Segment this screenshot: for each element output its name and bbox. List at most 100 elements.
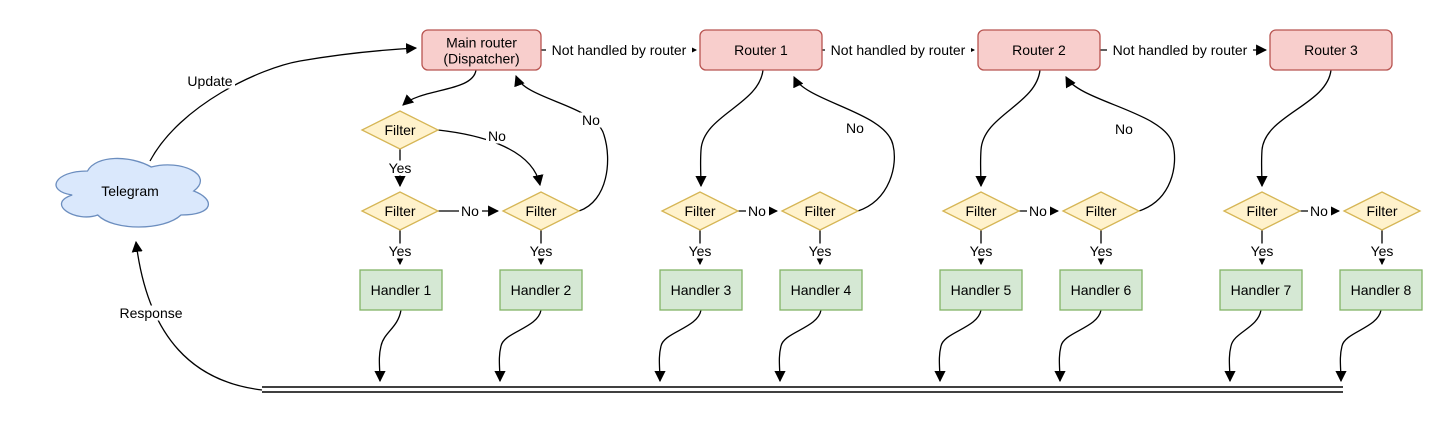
router-1-node [699,29,823,71]
label-bg [1027,203,1050,219]
edge-filter-no-branch-main [437,129,544,187]
handler-3-node [659,269,743,311]
filter-diamond-router3-1 [1222,191,1302,231]
edge-update [149,43,418,162]
no-label: No [846,120,864,136]
filter-diamond-router1-2 [780,191,860,231]
yes-label: Yes [1090,243,1113,259]
handler-7-node [1219,269,1303,311]
not-handled-label-3: Not handled by router [1113,42,1248,58]
edge-filter-no-return-main [514,74,609,212]
label-bg [806,243,834,259]
label-bg [580,112,603,128]
yes-label: Yes [1251,243,1274,259]
edge-handler5-to-bus [934,309,982,383]
telegram-cloud [55,157,210,228]
edge-router2-to-filter [975,69,1041,188]
no-label: No [582,112,600,128]
label-bg [546,42,692,58]
handler-2-node [499,269,583,311]
filter-label: Filter [804,203,835,219]
no-label: No [1029,203,1047,219]
not-handled-label-2: Not handled by router [831,42,966,58]
handler-8-label: Handler 8 [1351,282,1412,298]
yes-label: Yes [530,243,553,259]
label-bg [185,73,235,89]
filter-label: Filter [1246,203,1277,219]
no-label: No [1310,203,1328,219]
label-bg [1113,121,1136,137]
no-label: No [748,203,766,219]
filter-label: Filter [525,203,556,219]
label-bg [967,243,995,259]
no-label: No [488,128,506,144]
filter-diamond-router3-2 [1342,191,1422,231]
label-bg [486,128,509,144]
yes-label: Yes [689,243,712,259]
handler-3-label: Handler 3 [671,282,732,298]
filter-diamond-main-1 [360,110,440,150]
label-bg [116,305,186,321]
edge-main-router-to-filter [402,69,477,106]
filter-label: Filter [1366,203,1397,219]
edge-handler7-to-bus [1224,309,1262,383]
edge-filter-no-return-router2 [1065,76,1176,212]
handler-1-node [359,269,443,311]
label-bg [386,243,414,259]
handler-5-label: Handler 5 [951,282,1012,298]
label-bg [746,203,769,219]
filter-label: Filter [1085,203,1116,219]
label-bg [1368,243,1396,259]
yes-label: Yes [809,243,832,259]
filter-diamond-router2-2 [1061,191,1141,231]
filter-label: Filter [384,122,415,138]
handler-7-label: Handler 7 [1231,282,1292,298]
edge-response [131,240,263,391]
label-bg [1308,203,1331,219]
handler-8-node [1339,269,1423,311]
yes-label: Yes [389,160,412,176]
router-1-label: Router 1 [734,42,788,58]
label-bg [386,160,414,176]
edge-handler6-to-bus [1054,309,1102,383]
edge-handler4-to-bus [774,309,822,383]
label-bg [1087,243,1115,259]
main-router-label-line1: Main router [446,35,517,51]
filter-diamond-router2-1 [941,191,1021,231]
router-2-node [977,29,1101,71]
main-router-node [421,29,542,71]
handler-4-node [779,269,863,311]
edge-handler3-to-bus [654,309,702,383]
main-router-label-line2: (Dispatcher) [443,51,519,67]
cloud-label: Telegram [101,183,159,199]
not-handled-label-1: Not handled by router [552,42,687,58]
edge-handler1-to-bus [374,309,402,383]
router-2-label: Router 2 [1012,42,1066,58]
router-3-label: Router 3 [1304,42,1358,58]
response-label: Response [119,305,182,321]
handler-6-label: Handler 6 [1071,282,1132,298]
edge-router1-to-filter [695,69,764,188]
label-bg [825,42,971,58]
handler-6-node [1059,269,1143,311]
no-label: No [461,203,479,219]
router-3-node [1269,29,1393,71]
handler-1-label: Handler 1 [371,282,432,298]
handler-2-label: Handler 2 [511,282,572,298]
handler-4-label: Handler 4 [791,282,852,298]
update-label: Update [187,73,232,89]
yes-label: Yes [970,243,993,259]
edge-router3-to-filter [1256,69,1332,188]
filter-diamond-main-3 [501,191,581,231]
label-bg [1107,42,1253,58]
label-bg [844,120,867,136]
label-bg [1248,243,1276,259]
edge-handler2-to-bus [494,309,542,383]
label-bg [527,243,555,259]
filter-label: Filter [684,203,715,219]
edge-filter-no-return-router1 [793,76,896,212]
filter-diamond-main-2 [360,191,440,231]
yes-label: Yes [389,243,412,259]
